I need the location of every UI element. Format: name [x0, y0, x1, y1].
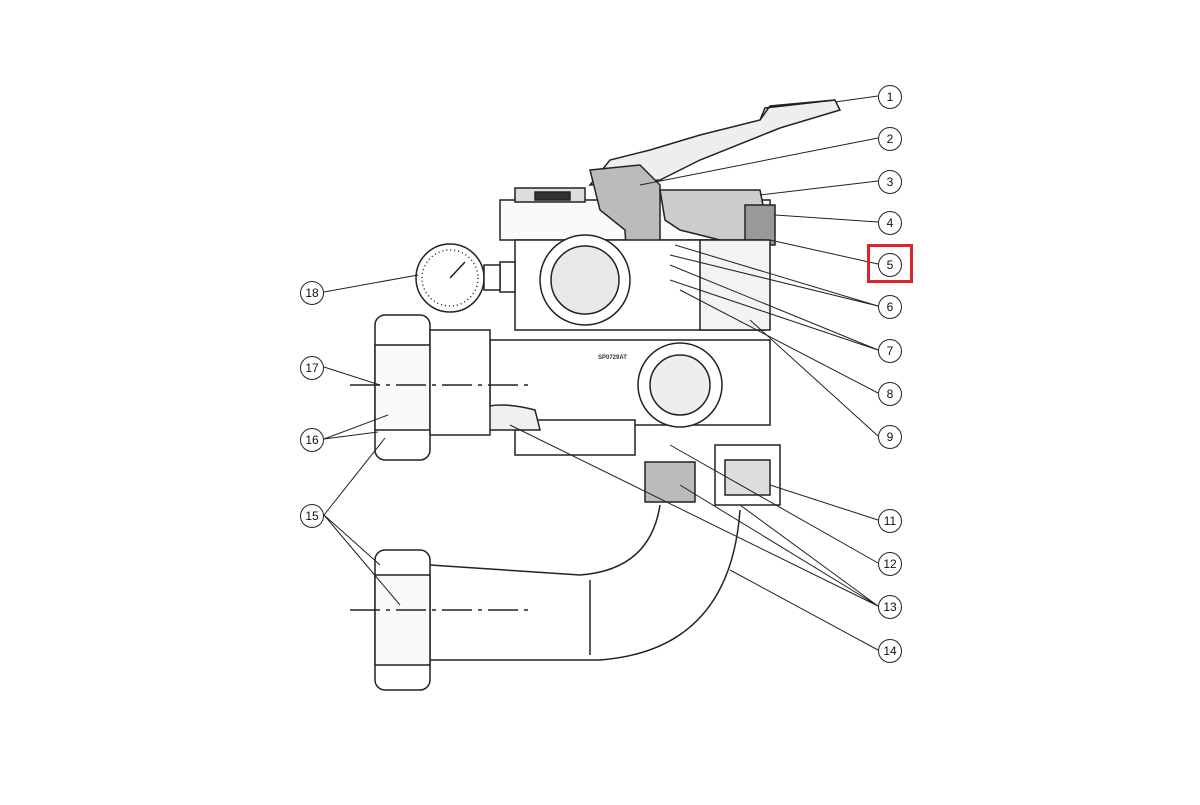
callout-16: 16	[300, 428, 324, 452]
callout-13: 13	[878, 595, 902, 619]
callout-5: 5	[878, 253, 902, 277]
callout-3: 3	[878, 170, 902, 194]
leader-lines	[323, 95, 879, 651]
callout-2: 2	[878, 127, 902, 151]
callout-17: 17	[300, 356, 324, 380]
part-number-label: SP0729AT	[598, 355, 627, 361]
elbow-pipe	[429, 504, 741, 661]
callout-8: 8	[878, 382, 902, 406]
callout-7: 7	[878, 339, 902, 363]
callout-4: 4	[878, 211, 902, 235]
callout-11: 11	[878, 509, 902, 533]
callout-6: 6	[878, 295, 902, 319]
callout-18: 18	[300, 281, 324, 305]
callout-9: 9	[878, 425, 902, 449]
callout-14: 14	[878, 639, 902, 663]
callout-5-highlight	[867, 244, 913, 283]
callout-15: 15	[300, 504, 324, 528]
handle	[588, 99, 842, 186]
callout-1: 1	[878, 85, 902, 109]
callout-12: 12	[878, 552, 902, 576]
